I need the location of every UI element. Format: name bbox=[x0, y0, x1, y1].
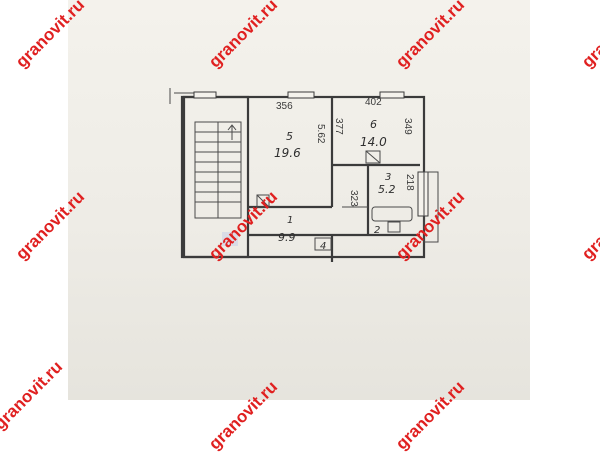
room-3-number: 3 bbox=[385, 172, 391, 183]
room-6-number: 6 bbox=[370, 118, 377, 131]
room-1-number: 1 bbox=[287, 215, 293, 226]
balcony bbox=[423, 171, 439, 243]
room-5-area: 19.6 bbox=[274, 146, 301, 160]
dim-room5-width: 356 bbox=[276, 101, 293, 112]
floor-plan-photo bbox=[68, 0, 530, 400]
dim-corridor-height: 323 bbox=[348, 190, 359, 207]
dim-room3-right: 218 bbox=[404, 174, 415, 191]
interior-walls bbox=[248, 97, 420, 262]
staircase-steps bbox=[194, 121, 242, 219]
dim-room6-left: 377 bbox=[333, 118, 344, 135]
bathtub bbox=[371, 206, 413, 222]
room-5-number: 5 bbox=[286, 130, 293, 143]
dim-room6-right: 349 bbox=[402, 118, 413, 135]
room-1-area: 9.9 bbox=[278, 231, 296, 244]
landing-patch bbox=[222, 232, 238, 246]
windows bbox=[193, 91, 429, 217]
room-6-area: 14.0 bbox=[360, 135, 387, 149]
room-2-number: 2 bbox=[374, 225, 380, 236]
floor-plan: 356 402 5.62 377 349 218 323 5 19.6 6 14… bbox=[169, 88, 439, 262]
room-3-area: 5.2 bbox=[378, 183, 396, 196]
left-margin bbox=[0, 0, 68, 400]
dim-room6-width: 402 bbox=[365, 97, 382, 108]
dim-room5-height: 5.62 bbox=[315, 124, 326, 144]
room-4-number: 4 bbox=[320, 241, 326, 252]
right-margin bbox=[530, 0, 600, 400]
fixtures bbox=[256, 150, 413, 251]
toilet bbox=[387, 221, 401, 233]
